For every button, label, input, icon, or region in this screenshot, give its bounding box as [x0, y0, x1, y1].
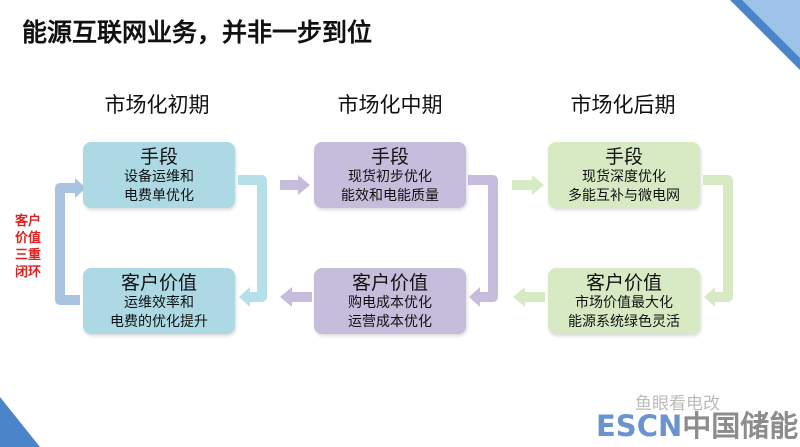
box-line: 现货深度优化	[582, 169, 666, 185]
closed-loop-label: 客户 价值 三重 闭环	[14, 213, 42, 281]
box-line: 多能互补与微电网	[568, 188, 680, 204]
box-line: 购电成本优化	[348, 295, 432, 311]
label-line: 客户	[14, 214, 41, 229]
box-title: 手段	[604, 146, 643, 168]
arrowhead	[298, 175, 310, 195]
box-title: 手段	[139, 146, 178, 168]
means-box: 手段 现货深度优化 多能互补与微电网	[548, 142, 700, 208]
loop-arrow-left	[55, 183, 80, 305]
arrow-phase2-down	[468, 175, 498, 302]
brand-en: ESCN	[596, 409, 683, 443]
box-line: 市场价值最大化	[575, 295, 673, 311]
brand-cn: 中国储能网	[682, 409, 800, 443]
phase-heading: 市场化后期	[570, 93, 676, 117]
phase-heading: 市场化初期	[104, 93, 210, 117]
arrowhead	[704, 287, 715, 307]
corner-decoration	[0, 397, 40, 447]
arrowhead	[239, 287, 250, 307]
box-title: 客户价值	[585, 272, 662, 294]
box-line: 现货初步优化	[348, 169, 432, 185]
box-line: 能源系统绿色灵活	[568, 314, 680, 330]
arrowhead	[280, 287, 292, 307]
means-box: 手段 现货初步优化 能效和电能质量	[314, 142, 466, 208]
arrow-phase3-down	[703, 175, 733, 302]
label-line: 三重	[14, 248, 41, 263]
arrow-phase1-down	[238, 175, 267, 302]
box-line: 运营成本优化	[348, 314, 432, 330]
value-box: 客户价值 运维效率和 电费的优化提升	[83, 268, 235, 334]
wechat-watermark: 鱼眼看电改	[635, 394, 720, 414]
arrowhead	[75, 178, 86, 198]
box-line: 电费单优化	[124, 188, 194, 204]
box-line: 运维效率和	[124, 295, 194, 311]
means-box: 手段 设备运维和 电费单优化	[83, 142, 235, 208]
brand-watermark: ESCN中国储能网	[596, 410, 800, 442]
arrowhead	[532, 175, 544, 195]
arrowhead	[469, 287, 480, 307]
box-title: 手段	[370, 146, 409, 168]
phase-heading: 市场化中期	[337, 93, 443, 117]
box-title: 客户价值	[120, 272, 197, 294]
corner-decoration	[742, 0, 800, 58]
label-line: 闭环	[14, 265, 41, 280]
arrowhead	[513, 287, 525, 307]
slide-title: 能源互联网业务，并非一步到位	[22, 18, 373, 47]
box-line: 能效和电能质量	[341, 188, 439, 204]
box-line: 设备运维和	[124, 169, 194, 185]
box-title: 客户价值	[351, 272, 428, 294]
value-box: 客户价值 市场价值最大化 能源系统绿色灵活	[548, 268, 700, 334]
value-box: 客户价值 购电成本优化 运营成本优化	[314, 268, 466, 334]
box-line: 电费的优化提升	[110, 314, 208, 330]
label-line: 价值	[14, 231, 41, 246]
